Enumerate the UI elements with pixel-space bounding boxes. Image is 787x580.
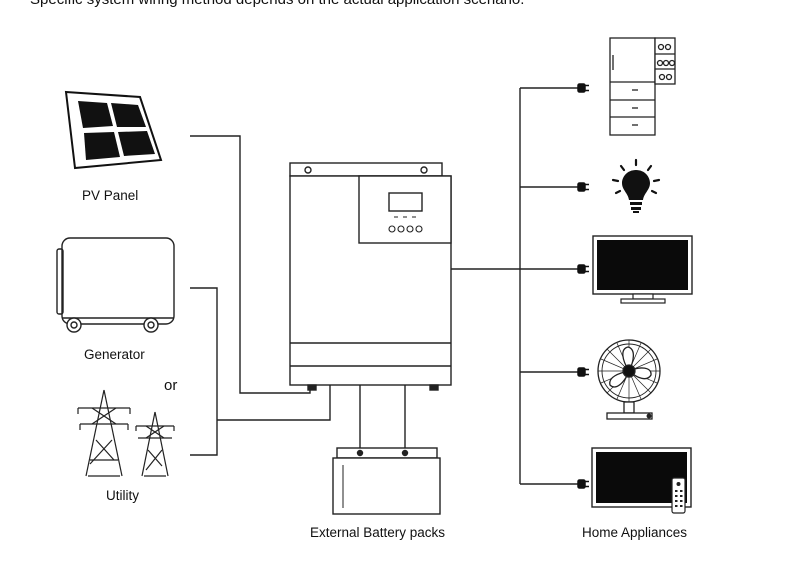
battery-label: External Battery packs	[310, 525, 446, 540]
plug-icon	[577, 479, 589, 489]
plug-icon	[577, 367, 589, 377]
inverter-icon	[289, 162, 452, 391]
plug-icon	[577, 264, 589, 274]
inverter-buttons	[388, 225, 423, 233]
home-appliances-label: Home Appliances	[582, 525, 688, 540]
header-caption: Specific system wiring method depends on…	[30, 0, 524, 8]
utility-tower-icon	[77, 389, 175, 477]
television-icon	[592, 235, 693, 304]
pv-panel-icon	[64, 90, 163, 170]
generator-icon	[56, 237, 175, 333]
pv-panel-label: PV Panel	[82, 188, 139, 203]
generator-wire	[190, 287, 218, 456]
generator-label: Generator	[84, 347, 145, 362]
grid-wire	[217, 385, 331, 421]
or-label: or	[164, 377, 178, 394]
plug-icon	[577, 182, 589, 192]
refrigerator-icon	[609, 37, 676, 136]
light-bulb-icon	[611, 158, 661, 213]
battery-icon	[332, 447, 441, 515]
plug-icon	[577, 83, 589, 93]
fan-icon	[597, 339, 661, 420]
utility-label: Utility	[106, 488, 139, 503]
plug-icons	[577, 83, 589, 489]
remote-control-icon	[671, 477, 686, 514]
